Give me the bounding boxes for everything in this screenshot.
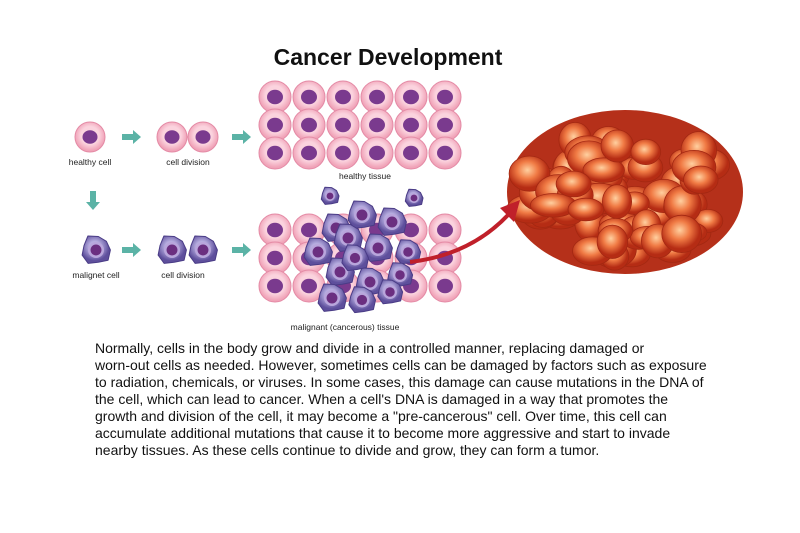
malignant-cell	[395, 239, 422, 265]
healthy-cell	[258, 136, 292, 170]
healthy-cell	[360, 80, 394, 114]
paragraph-line: accumulate additional mutations that cau…	[95, 425, 671, 441]
healthy-cell	[360, 108, 394, 142]
malignant-cell	[317, 283, 347, 312]
healthy-cell	[326, 108, 360, 142]
label-malignant-tissue: malignant (cancerous) tissue	[291, 322, 400, 332]
healthy-cell	[292, 269, 326, 303]
malignant-cell	[404, 188, 424, 207]
tumor-lobe	[602, 184, 633, 219]
tumor-illustration	[506, 110, 743, 274]
tumor-lobe	[630, 138, 662, 165]
healthy-cell	[292, 108, 326, 142]
healthy-cell	[326, 80, 360, 114]
healthy-cell	[156, 121, 188, 153]
arrow-right-icon	[232, 243, 251, 257]
healthy-cell	[187, 121, 219, 153]
malignant-cell	[377, 279, 404, 305]
pointer-arrowhead	[500, 200, 520, 222]
healthy-cell	[258, 108, 292, 142]
paragraph-line: worn-out cells as needed. However, somet…	[95, 357, 707, 373]
healthy-cell	[360, 136, 394, 170]
malignant-cell	[303, 237, 333, 266]
paragraph-line: Normally, cells in the body grow and div…	[95, 340, 645, 356]
healthy-cell	[428, 269, 462, 303]
label-cell-division-top: cell division	[166, 157, 210, 167]
healthy-cell	[292, 136, 326, 170]
healthy-cell	[394, 108, 428, 142]
tumor-lobe	[596, 224, 629, 259]
healthy-cell	[74, 121, 106, 153]
label-cell-division-bottom: cell division	[161, 270, 205, 280]
malignant-cell	[347, 200, 377, 229]
healthy-cell	[292, 80, 326, 114]
healthy-cell	[258, 213, 292, 247]
arrow-right-icon	[232, 130, 251, 144]
paragraph-line: the cell, which can lead to cancer. When…	[95, 391, 669, 407]
label-healthy-cell: healthy cell	[69, 157, 112, 167]
tumor-lobe	[661, 214, 702, 253]
tumor-lobe	[582, 157, 625, 183]
healthy-cell	[326, 136, 360, 170]
paragraph-line: to radiation, chemicals, or viruses. In …	[95, 374, 704, 390]
tumor-lobe	[555, 170, 592, 198]
malignant-cell	[157, 235, 187, 264]
malignant-cell	[348, 286, 376, 314]
paragraph-line: growth and division of the cell, it may …	[95, 408, 667, 424]
healthy-cell	[258, 80, 292, 114]
tumor-lobe	[683, 165, 719, 194]
healthy-cell	[258, 269, 292, 303]
label-healthy-tissue: healthy tissue	[339, 171, 391, 181]
malignant-cell	[320, 186, 340, 205]
arrow-right-icon	[122, 243, 141, 257]
description-paragraph: Normally, cells in the body grow and div…	[95, 340, 707, 459]
paragraph-line: nearby tissues. As these cells continue …	[95, 442, 600, 458]
malignant-cell	[363, 233, 393, 262]
label-malignant-cell: malignet cell	[72, 270, 119, 280]
tumor-lobe	[567, 197, 605, 222]
healthy-cell	[258, 241, 292, 275]
malignant-cell	[188, 235, 218, 264]
healthy-cell	[394, 80, 428, 114]
healthy-cell	[394, 136, 428, 170]
tumor-lobe	[600, 129, 634, 163]
diagram-title: Cancer Development	[273, 44, 503, 70]
malignant-cell	[81, 235, 111, 264]
arrow-right-icon	[122, 130, 141, 144]
healthy-cell	[428, 108, 462, 142]
malignant-cell	[341, 244, 369, 272]
malignant-cell	[377, 207, 407, 236]
healthy-cell	[428, 80, 462, 114]
pointer-arrow	[409, 213, 510, 264]
healthy-cell	[428, 213, 462, 247]
arrow-down-icon	[86, 191, 100, 210]
healthy-cell	[428, 136, 462, 170]
